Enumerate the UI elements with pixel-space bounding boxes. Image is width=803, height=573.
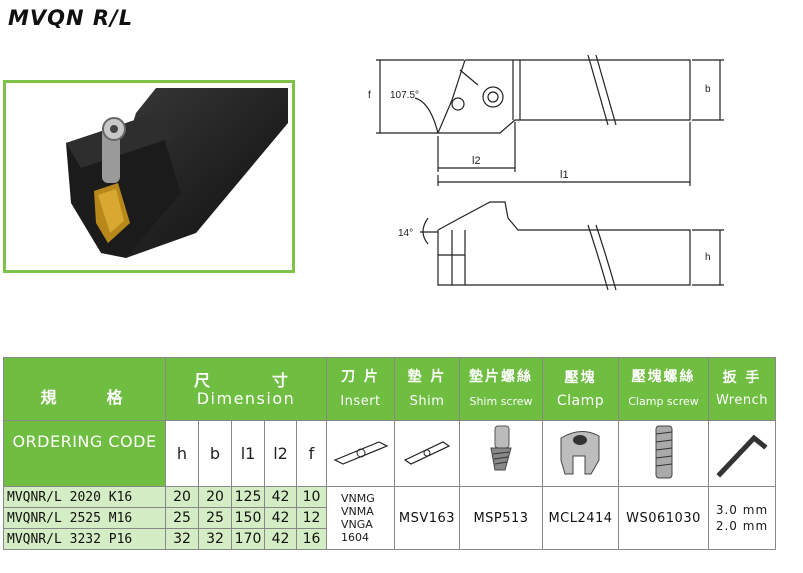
wrench-sizes: 3.0 mm 2.0 mm: [708, 486, 776, 550]
cell-l2: 42: [264, 507, 297, 529]
clamp-image: [542, 420, 619, 487]
dim-l2-label: l2: [472, 155, 481, 167]
cell-l1: 125: [231, 486, 265, 508]
shim-header: 墊 片 Shim: [394, 357, 460, 421]
ordering-code: MVQNR/L 2525 M16: [3, 507, 166, 529]
dim-l1-label: l1: [560, 169, 569, 181]
ordering-code: MVQNR/L 3232 P16: [3, 528, 166, 550]
dim-col-h: h: [165, 420, 199, 487]
clamp-header: 壓塊 Clamp: [542, 357, 619, 421]
dimension-header: 尺 寸 Dimension: [165, 357, 327, 421]
dim-h-label: h: [705, 252, 711, 263]
insert-header: 刀 片 Insert: [326, 357, 395, 421]
dim-col-f: f: [296, 420, 327, 487]
shim-screw-image: [459, 420, 543, 487]
dim-col-l1: l1: [231, 420, 265, 487]
spec-table: 規 格 尺 寸 Dimension 刀 片 Insert 墊 片 Shim 墊片…: [3, 357, 776, 550]
insert-image: [326, 420, 395, 487]
wrench-image: [708, 420, 776, 487]
cell-l2: 42: [264, 528, 297, 550]
cell-f: 12: [296, 507, 327, 529]
cell-f: 16: [296, 528, 327, 550]
cell-h: 32: [165, 528, 199, 550]
table-row: MVQNR/L 2020 K16 20 20 125 42 10 VNMG VN…: [3, 486, 776, 550]
dim-col-l2: l2: [264, 420, 297, 487]
dim-b-label: b: [705, 84, 711, 95]
angle-107-label: 107.5°: [390, 90, 419, 101]
shim-part: MSV163: [394, 486, 460, 550]
cell-b: 32: [198, 528, 232, 550]
shim-screw-part: MSP513: [459, 486, 543, 550]
cell-b: 20: [198, 486, 232, 508]
tool-holder-image: [66, 88, 288, 258]
dimension-drawing: 107.5° f b l2 l1 14° h: [368, 54, 724, 291]
spec-header: 規 格: [3, 357, 166, 421]
wrench-header: 扳 手 Wrench: [708, 357, 776, 421]
angle-14-label: 14°: [398, 228, 413, 239]
cell-l2: 42: [264, 486, 297, 508]
clamp-screw-header: 壓塊螺絲 Clamp screw: [618, 357, 709, 421]
cell-b: 25: [198, 507, 232, 529]
cell-l1: 150: [231, 507, 265, 529]
clamp-screw-image: [618, 420, 709, 487]
technical-drawing: 107.5° f b l2 l1 14° h: [360, 40, 740, 300]
page-title: MVQN R/L: [8, 6, 134, 30]
dim-col-b: b: [198, 420, 232, 487]
product-photo: [3, 80, 295, 273]
clamp-screw-part: WS061030: [618, 486, 709, 550]
ordering-code: MVQNR/L 2020 K16: [3, 486, 166, 508]
cell-h: 25: [165, 507, 199, 529]
shim-image: [394, 420, 460, 487]
clamp-part: MCL2414: [542, 486, 619, 550]
cell-f: 10: [296, 486, 327, 508]
dim-f-label: f: [368, 90, 371, 101]
cell-h: 20: [165, 486, 199, 508]
cell-l1: 170: [231, 528, 265, 550]
insert-types: VNMG VNMA VNGA 1604: [326, 486, 395, 550]
ordering-code-header: ORDERING CODE: [3, 420, 166, 487]
shim-screw-header: 墊片螺絲 Shim screw: [459, 357, 543, 421]
